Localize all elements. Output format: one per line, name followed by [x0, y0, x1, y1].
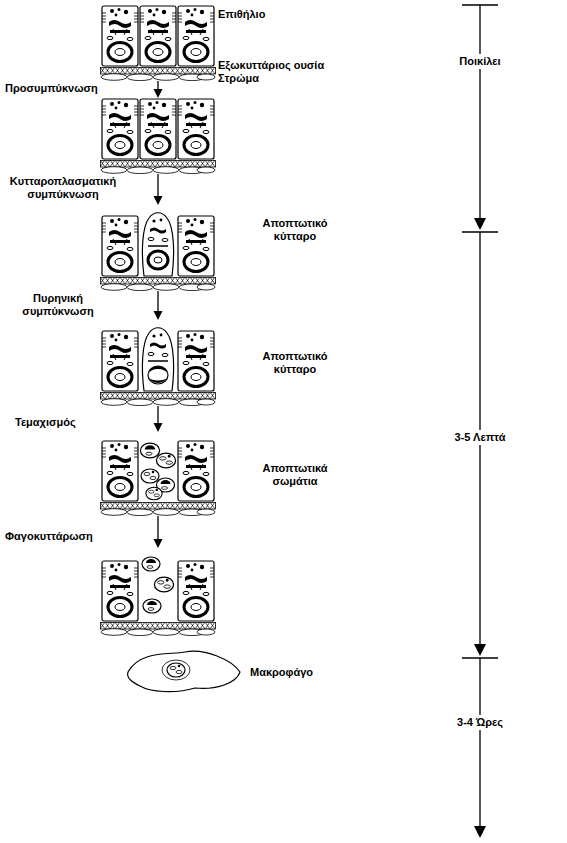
part-label: Αποπτωτικά σωμάτια	[250, 462, 340, 488]
apoptotic-body	[141, 469, 159, 483]
basement-membrane	[101, 278, 216, 291]
apoptotic-body	[156, 453, 175, 468]
stage-fragmentation	[101, 441, 216, 516]
duration-label: 3-5 Λεπτά	[453, 430, 508, 445]
flow-arrow	[154, 516, 163, 548]
stage-illustration: Πυρηνική συμπύκνωσηΑποπτωτικό κύτταρο	[100, 320, 216, 406]
part-label: Αποπτωτικό κύτταρο	[250, 217, 340, 243]
basement-membrane	[101, 623, 216, 636]
arrow-head	[154, 89, 163, 98]
epithelial-cell	[102, 99, 138, 159]
duration-label: Ποικίλει	[457, 54, 502, 69]
epithelial-cell	[102, 216, 138, 276]
epithelial-cell	[178, 99, 214, 159]
flow-arrow	[154, 174, 163, 205]
apoptotic-body	[154, 577, 173, 592]
part-label: Μακροφάγο	[250, 666, 313, 679]
flow-arrow	[154, 406, 163, 432]
stage-illustration: ΕπιθήλιοΕξωκυττάριος ουσίαΣτρώμα	[100, 5, 216, 81]
arrow-line	[157, 81, 158, 90]
stage-illustration: Προσυμπύκνωση	[100, 98, 216, 174]
arrow-line	[157, 174, 158, 197]
stage-illustration: ΤεμαχισμόςΑποπτωτικά σωμάτια	[100, 432, 216, 516]
basement-membrane	[101, 68, 216, 81]
epithelial-cell	[102, 561, 138, 621]
apoptotic-body	[140, 443, 159, 458]
part-label: Αποπτωτικό κύτταρο	[250, 350, 340, 376]
apoptotic-body	[143, 599, 161, 613]
arrow-line	[157, 291, 158, 312]
apoptotic-body	[146, 487, 162, 500]
stage-nuclear-condensation	[101, 328, 216, 406]
epithelial-cell	[178, 561, 214, 621]
basement-membrane	[101, 161, 216, 174]
arrow-head	[154, 423, 163, 432]
stage-precondensation	[101, 99, 216, 174]
part-label: Εξωκυττάριος ουσία	[218, 59, 324, 72]
epithelial-cell	[178, 6, 214, 66]
epithelial-cell	[178, 216, 214, 276]
part-label: Επιθήλιο	[218, 8, 265, 21]
epithelial-cell	[140, 99, 176, 159]
epithelial-cell	[102, 6, 138, 66]
stage-illustration: Κυτταροπλασματική συμπύκνωσηΑποπτωτικό κ…	[100, 205, 216, 291]
arrow-line	[157, 406, 158, 424]
duration-label: 3-4 Ώρες	[455, 715, 505, 730]
apoptotic-body	[167, 663, 185, 677]
stage-label: Προσυμπύκνωση	[5, 82, 98, 95]
flow-arrow	[154, 81, 163, 98]
stage-label: Κυτταροπλασματική συμπύκνωση	[3, 175, 123, 201]
stage-label: Πυρηνική συμπύκνωση	[3, 292, 113, 318]
phagosome	[162, 660, 190, 680]
apoptotic-body	[142, 557, 160, 571]
stage-label: Τεμαχισμός	[15, 416, 76, 429]
epithelial-cell	[178, 441, 214, 501]
flow-arrow	[154, 291, 163, 320]
epithelial-cell	[102, 331, 138, 391]
basement-membrane	[101, 503, 216, 516]
stage-normal	[101, 6, 216, 81]
arrow-line	[157, 516, 158, 540]
epithelial-cell	[140, 6, 176, 66]
timeline	[462, 5, 498, 838]
epithelial-cell	[102, 441, 138, 501]
apoptotic-cell	[142, 213, 173, 276]
basement-membrane	[101, 393, 216, 406]
arrow-head	[154, 311, 163, 320]
arrow-head	[154, 196, 163, 205]
stage-phagocytosis	[101, 557, 241, 692]
macrophage	[128, 651, 240, 691]
part-label: Στρώμα	[218, 72, 259, 85]
stage-illustration: ΦαγοκυττάρωσηΜακροφάγο	[100, 548, 216, 693]
apoptotic-cell	[142, 328, 173, 391]
stage-label: Φαγοκυττάρωση	[5, 530, 93, 543]
arrow-head	[154, 539, 163, 548]
stage-cytoplasmic-condensation	[101, 213, 216, 291]
epithelial-cell	[178, 331, 214, 391]
